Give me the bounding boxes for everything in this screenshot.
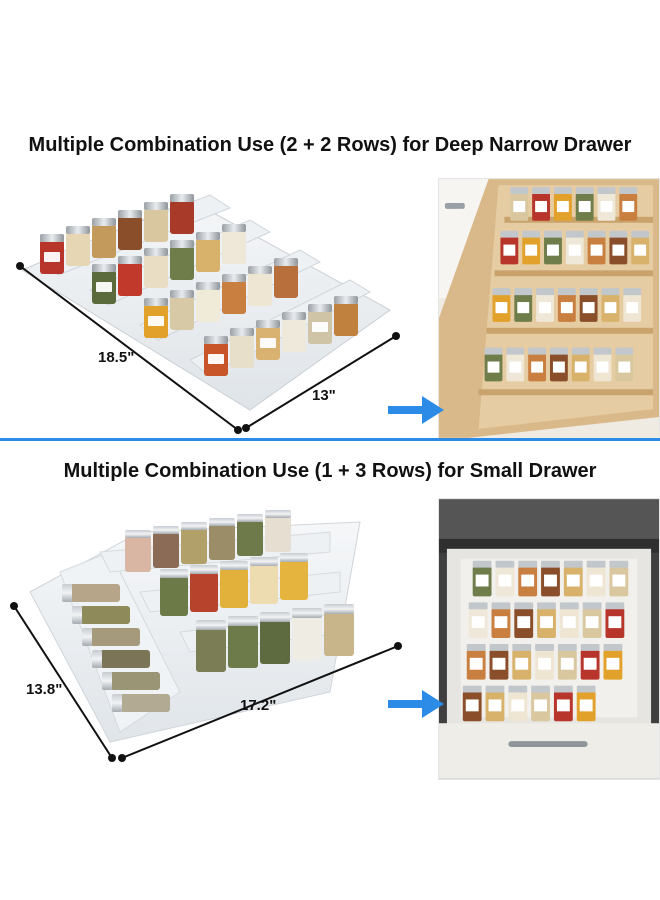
jar-row-side bbox=[62, 584, 170, 712]
deep-drawer-photo bbox=[438, 178, 660, 439]
section-heading-deep-drawer: Multiple Combination Use (2 + 2 Rows) fo… bbox=[28, 134, 632, 156]
dimension-length-label: 18.5" bbox=[98, 349, 134, 366]
small-drawer-photo bbox=[438, 498, 660, 780]
dimension-line-length bbox=[19, 265, 239, 431]
arrow-right-icon bbox=[388, 690, 444, 718]
spice-rack-illustration-1x3: 13.8" 17.2" bbox=[10, 510, 402, 762]
dimension-line-width bbox=[245, 335, 397, 429]
section-divider bbox=[0, 438, 660, 441]
dimension-width-small-label: 17.2" bbox=[240, 697, 276, 714]
arrow-right-icon bbox=[388, 396, 444, 424]
jar-row-3 bbox=[144, 258, 298, 338]
jar-row-middle bbox=[160, 553, 308, 616]
section-heading-small-drawer: Multiple Combination Use (1 + 3 Rows) fo… bbox=[63, 460, 597, 482]
dimension-line-depth bbox=[13, 605, 113, 759]
dimension-width-label: 13" bbox=[312, 387, 336, 404]
jar-row-top bbox=[125, 510, 291, 572]
dimension-line-width-small bbox=[121, 645, 399, 759]
dimension-depth-label: 13.8" bbox=[26, 681, 62, 698]
spice-rack-illustration-2x2: 18.5" 13" bbox=[16, 194, 400, 434]
jar-row-front bbox=[196, 604, 354, 672]
